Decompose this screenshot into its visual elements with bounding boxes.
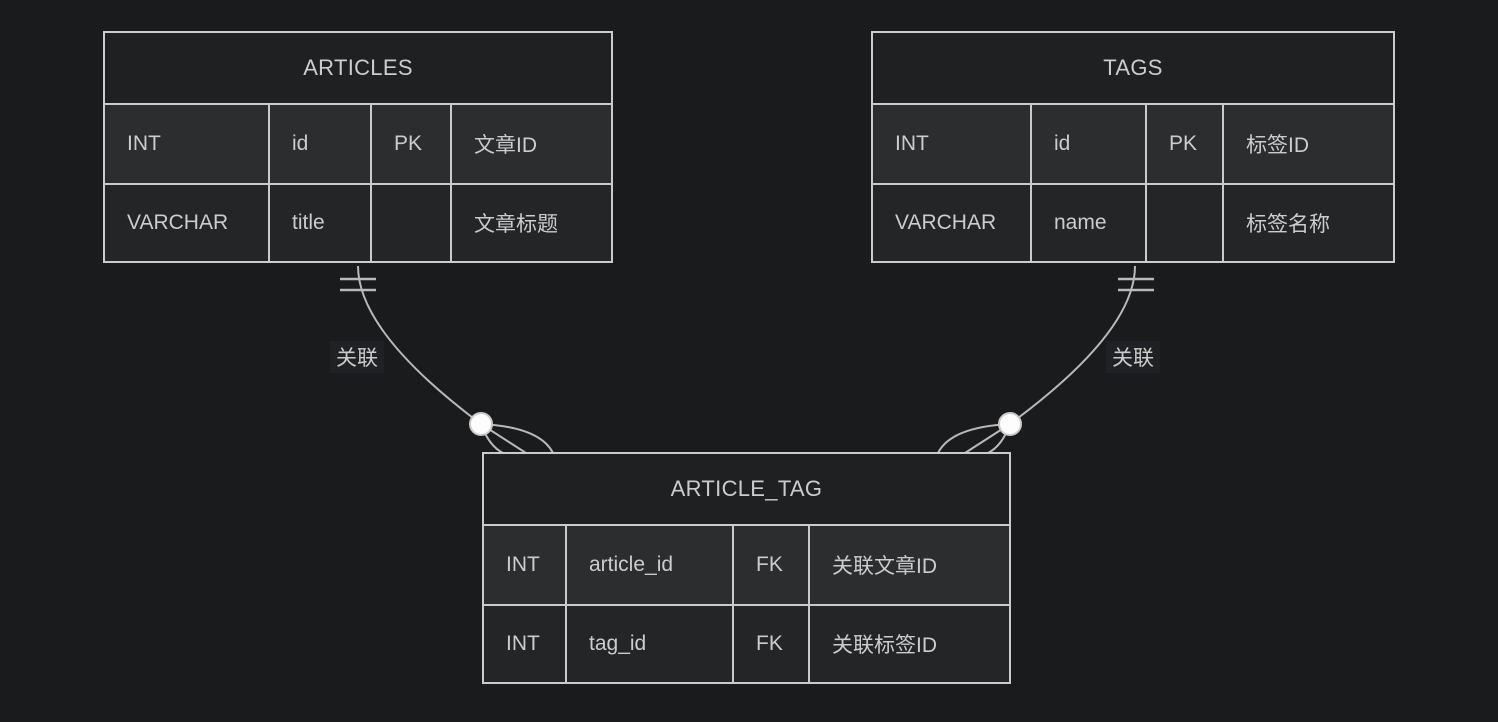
entity-tags: TAGS INT id PK 标签ID VARCHAR name 标签名称 xyxy=(871,31,1395,263)
attribute-comment: 标签名称 xyxy=(1224,183,1393,261)
attribute-comment: 关联文章ID xyxy=(810,526,1009,604)
entity-article-tag: ARTICLE_TAG INT article_id FK 关联文章ID INT… xyxy=(482,452,1011,684)
attribute-comment: 关联标签ID xyxy=(810,604,1009,682)
entity-title: ARTICLE_TAG xyxy=(670,476,823,501)
attribute-comment: 文章ID xyxy=(452,105,611,183)
one-marker-articles xyxy=(340,277,376,292)
attribute-key: PK xyxy=(1147,105,1224,183)
attribute-type: INT xyxy=(873,105,1032,183)
attribute-type: VARCHAR xyxy=(873,183,1032,261)
attribute-key xyxy=(1147,183,1224,261)
entity-title: ARTICLES xyxy=(303,55,413,80)
attribute-name: id xyxy=(270,105,372,183)
attribute-type: INT xyxy=(105,105,270,183)
crow-foot-articles xyxy=(480,423,554,454)
attribute-comment: 文章标题 xyxy=(452,183,611,261)
attribute-name: name xyxy=(1032,183,1147,261)
one-marker-tags xyxy=(1118,277,1154,292)
attribute-name: article_id xyxy=(567,526,734,604)
attribute-comment: 标签ID xyxy=(1224,105,1393,183)
attribute-type: INT xyxy=(484,526,567,604)
many-circle-tags xyxy=(998,412,1022,436)
attribute-key xyxy=(372,183,452,261)
many-circle-articles xyxy=(469,412,493,436)
entity-articles: ARTICLES INT id PK 文章ID VARCHAR title 文章… xyxy=(103,31,613,263)
relationship-label: 关联 xyxy=(1106,341,1160,373)
attribute-type: INT xyxy=(484,604,567,682)
attribute-key: FK xyxy=(734,526,810,604)
relationship-label: 关联 xyxy=(330,341,384,373)
entity-title: TAGS xyxy=(1103,55,1163,80)
attribute-name: title xyxy=(270,183,372,261)
attribute-type: VARCHAR xyxy=(105,183,270,261)
attribute-key: FK xyxy=(734,604,810,682)
attribute-key: PK xyxy=(372,105,452,183)
entity-article-tag-attributes: INT article_id FK 关联文章ID INT tag_id FK 关… xyxy=(484,526,1009,682)
attribute-name: tag_id xyxy=(567,604,734,682)
entity-tags-header: TAGS xyxy=(873,33,1393,105)
entity-articles-header: ARTICLES xyxy=(105,33,611,105)
crow-foot-tags xyxy=(937,423,1011,454)
entity-articles-attributes: INT id PK 文章ID VARCHAR title 文章标题 xyxy=(105,105,611,261)
attribute-name: id xyxy=(1032,105,1147,183)
entity-tags-attributes: INT id PK 标签ID VARCHAR name 标签名称 xyxy=(873,105,1393,261)
entity-article-tag-header: ARTICLE_TAG xyxy=(484,454,1009,526)
